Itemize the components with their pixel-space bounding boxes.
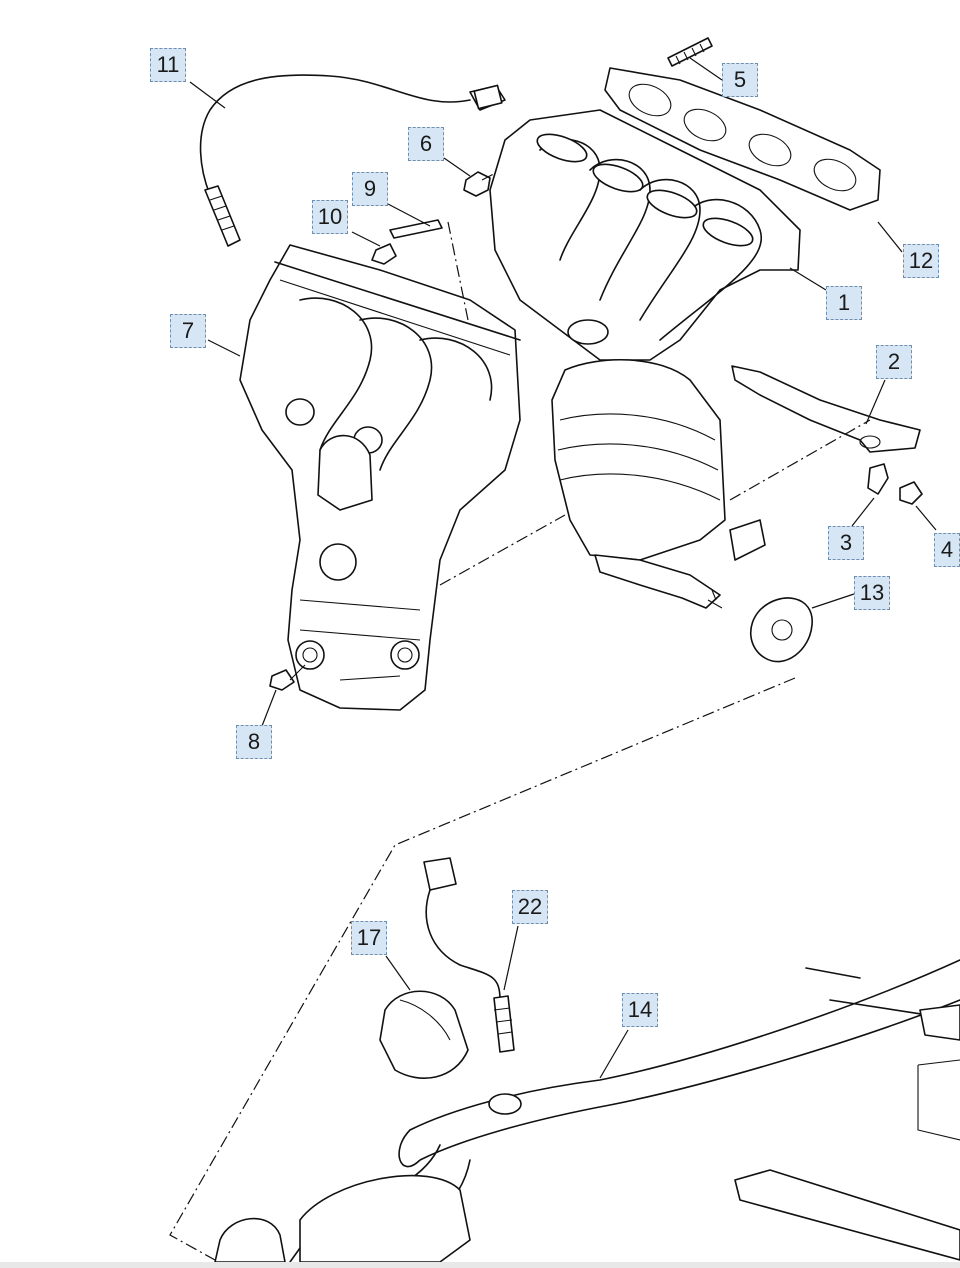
leader-lines xyxy=(189,57,937,1079)
heat-shield-lower-bolt xyxy=(269,664,306,691)
callout-17[interactable]: 17 xyxy=(351,921,387,955)
callout-2[interactable]: 2 xyxy=(876,345,912,379)
callout-13[interactable]: 13 xyxy=(854,576,890,610)
callout-4[interactable]: 4 xyxy=(934,533,960,567)
heat-shield-clip xyxy=(379,990,469,1079)
callout-22[interactable]: 22 xyxy=(512,890,548,924)
manifold-gasket xyxy=(604,67,881,211)
callout-6[interactable]: 6 xyxy=(408,127,444,161)
callout-10[interactable]: 10 xyxy=(312,200,348,234)
manifold-stud xyxy=(667,37,713,67)
manifold-bracket xyxy=(729,365,923,505)
callout-7[interactable]: 7 xyxy=(170,314,206,348)
callout-11[interactable]: 11 xyxy=(150,48,186,82)
callout-5[interactable]: 5 xyxy=(722,63,758,97)
exhaust-manifold xyxy=(489,109,801,609)
callout-9[interactable]: 9 xyxy=(352,172,388,206)
callout-1[interactable]: 1 xyxy=(826,286,862,320)
upstream-oxygen-sensor xyxy=(199,74,506,247)
catalyst-gasket xyxy=(750,597,813,663)
exhaust-pipe xyxy=(214,959,960,1263)
heat-shield xyxy=(239,244,566,711)
callout-8[interactable]: 8 xyxy=(236,725,272,759)
callout-14[interactable]: 14 xyxy=(622,993,658,1027)
downstream-oxygen-sensor xyxy=(423,857,515,1053)
heat-shield-bolts xyxy=(371,219,469,321)
callout-12[interactable]: 12 xyxy=(903,244,939,278)
bottom-scroll-edge xyxy=(0,1262,960,1268)
callout-3[interactable]: 3 xyxy=(828,526,864,560)
